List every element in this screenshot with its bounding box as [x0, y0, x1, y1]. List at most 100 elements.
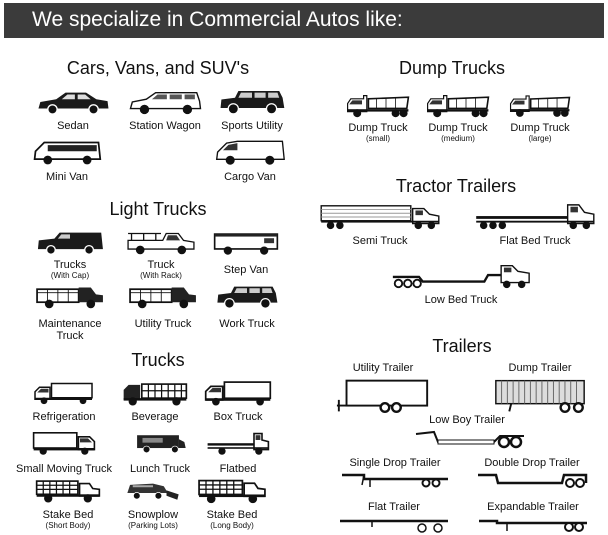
refrigeration-truck-icon: [34, 380, 94, 408]
pickup-rack-icon: [123, 230, 199, 256]
vehicle-sublabel: (With Rack): [140, 271, 182, 280]
vehicle-label: Snowplow: [127, 509, 179, 521]
vehicle-label: Utility Trailer: [352, 362, 414, 374]
vehicle-label: Dump Truck: [428, 122, 488, 134]
vehicle-item: Semi Truck: [315, 203, 445, 247]
vehicle-label: Box Truck: [213, 411, 263, 423]
vehicle-item: Snowplow(Parking Lots): [126, 478, 180, 530]
moving-truck-icon: [32, 430, 96, 458]
vehicle-label: Trucks: [53, 259, 87, 271]
vehicle-label: Dump Truck: [348, 122, 408, 134]
vehicle-label: Dump Truck: [510, 122, 570, 134]
single-drop-trailer-icon: [340, 471, 450, 491]
vehicle-item: Trucks(With Cap): [33, 230, 107, 280]
vehicle-label: Small Moving Truck: [16, 463, 112, 475]
vehicle-item: Box Truck: [204, 380, 272, 423]
sedan-icon: [33, 88, 113, 116]
vehicle-item: Stake Bed(Short Body): [35, 478, 101, 530]
vehicle-item: Flatbed: [206, 430, 270, 475]
vehicle-label: Station Wagon: [129, 120, 201, 132]
vehicle-label: Mini Van: [46, 171, 88, 183]
station-wagon-icon: [126, 88, 204, 116]
header-banner: We specialize in Commercial Autos like:: [4, 3, 604, 38]
expandable-trailer-icon: [477, 515, 589, 535]
section-title-tractor-trailers: Tractor Trailers: [395, 176, 517, 196]
vehicle-sublabel: (Long Body): [210, 521, 254, 530]
vehicle-label: Flat Trailer: [368, 501, 420, 513]
vehicle-label: Refrigeration: [32, 411, 96, 423]
vehicle-item: Lunch Truck: [130, 430, 190, 475]
vehicle-item: Double Drop Trailer: [476, 457, 588, 491]
vehicle-item: Low Boy Trailer: [408, 414, 526, 450]
vehicle-item: Dump Truck(small): [346, 92, 410, 143]
maintenance-truck-icon: [33, 284, 107, 310]
vehicle-label: Sedan: [57, 120, 89, 132]
dump-truck-medium-icon: [426, 92, 490, 120]
dump-trailer-icon: [492, 378, 588, 414]
vehicle-item: Dump Trailer: [492, 362, 588, 414]
vehicle-label: Cargo Van: [224, 171, 276, 183]
vehicle-label: Stake Bed: [206, 509, 258, 521]
snowplow-icon: [126, 478, 180, 504]
low-bed-truck-icon: [385, 262, 537, 290]
vehicle-label: Dump Trailer: [508, 362, 572, 374]
step-van-icon: [213, 230, 279, 258]
vehicle-label: Work Truck: [219, 318, 275, 330]
vehicle-item: Mini Van: [32, 139, 102, 183]
vehicle-item: Station Wagon: [126, 88, 204, 132]
section-title-trailers: Trailers: [432, 336, 492, 356]
vehicle-item: Single Drop Trailer: [340, 457, 450, 491]
vehicle-sublabel: (With Cap): [50, 271, 90, 280]
section-title-cars: Cars, Vans, and SUV's: [66, 58, 250, 78]
utility-trailer-icon: [335, 378, 431, 414]
minivan-icon: [32, 139, 102, 167]
vehicle-item: Flat Bed Truck: [472, 203, 598, 247]
dump-truck-small-icon: [346, 92, 410, 120]
vehicle-item: Work Truck: [215, 284, 279, 330]
header-title: We specialize in Commercial Autos like:: [32, 8, 403, 31]
vehicle-item: Dump Truck(large): [509, 92, 571, 143]
utility-truck-icon: [128, 284, 198, 310]
suv-icon: [218, 88, 286, 116]
vehicle-label: Lunch Truck: [130, 463, 190, 475]
vehicle-item: Beverage: [122, 380, 188, 423]
vehicle-sublabel: (Short Body): [45, 521, 91, 530]
flatbed-icon: [206, 430, 270, 458]
section-title-dump-trucks: Dump Trucks: [398, 58, 506, 78]
vehicle-item: Sedan: [33, 88, 113, 132]
semi-truck-icon: [315, 203, 445, 231]
vehicle-label: Expandable Trailer: [487, 501, 579, 513]
work-truck-icon: [215, 284, 279, 310]
vehicle-label: Double Drop Trailer: [484, 457, 580, 469]
vehicle-sublabel: (large): [528, 134, 552, 143]
vehicle-item: Flat Trailer: [338, 501, 450, 535]
vehicle-label-line2: Truck: [56, 330, 84, 342]
vehicle-label: Truck: [147, 259, 175, 271]
box-truck-icon: [204, 380, 272, 408]
cargo-van-icon: [214, 139, 286, 167]
vehicle-label: Single Drop Trailer: [349, 457, 441, 469]
stake-bed-short-icon: [35, 478, 101, 504]
vehicle-item: Cargo Van: [214, 139, 286, 183]
stake-bed-long-icon: [195, 478, 269, 504]
vehicle-label: Sports Utility: [221, 120, 283, 132]
double-drop-trailer-icon: [476, 471, 588, 491]
vehicle-item: Utility Truck: [128, 284, 198, 330]
lunch-truck-icon: [133, 430, 187, 458]
section-title-light-trucks: Light Trucks: [109, 199, 207, 219]
vehicle-item: Low Bed Truck: [385, 262, 537, 306]
vehicle-item: Sports Utility: [218, 88, 286, 132]
vehicle-item: Utility Trailer: [335, 362, 431, 414]
vehicle-sublabel: (Parking Lots): [128, 521, 178, 530]
vehicle-item: Truck(With Rack): [123, 230, 199, 280]
vehicle-label: Step Van: [223, 264, 269, 276]
vehicle-item: Expandable Trailer: [477, 501, 589, 535]
vehicle-label: Flatbed: [219, 463, 257, 475]
vehicle-label: Stake Bed: [42, 509, 94, 521]
dump-truck-large-icon: [509, 92, 571, 120]
vehicle-label: Utility Truck: [134, 318, 192, 330]
vehicle-label: Semi Truck: [352, 235, 408, 247]
beverage-truck-icon: [122, 380, 188, 408]
vehicle-item: Stake Bed(Long Body): [195, 478, 269, 530]
